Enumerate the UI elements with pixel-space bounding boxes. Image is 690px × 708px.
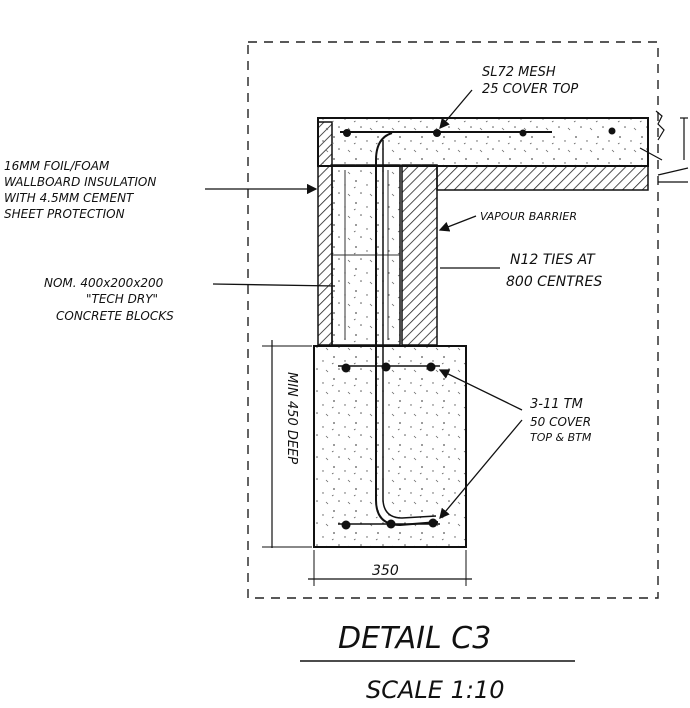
blocks-label: NOM. 400x200x200 [44, 276, 164, 290]
mesh-bar-dot [519, 129, 527, 137]
mesh-label: SL72 MESH [482, 65, 556, 80]
insulation-label: 16MM FOIL/FOAM [4, 159, 110, 173]
footing-bar [381, 362, 391, 372]
insulation-label: WALLBOARD INSULATION [4, 175, 156, 189]
bars-label: 50 COVER [530, 415, 591, 429]
mesh-bar-dot [433, 129, 441, 137]
blocks-label: CONCRETE BLOCKS [56, 309, 174, 323]
footing-bar [341, 520, 351, 530]
vapour-label: VAPOUR BARRIER [480, 210, 577, 223]
insulation-label: WITH 4.5MM CEMENT [4, 191, 135, 205]
bars-label: TOP & BTM [530, 431, 592, 444]
footing-bar [386, 519, 396, 529]
ties-label: N12 TIES AT [510, 252, 596, 268]
ties-label: 800 CENTRES [506, 274, 602, 290]
footing-bar [426, 362, 436, 372]
mesh-bar-dot [608, 127, 616, 135]
mesh-bar-dot [343, 129, 351, 137]
detail-scale: SCALE 1:10 [366, 676, 504, 704]
footing-bar [428, 518, 438, 528]
vapour-leader [438, 215, 477, 232]
detail-boundary [247, 41, 659, 599]
bars-label: 3-11 TM [530, 397, 583, 412]
width-label: 350 [372, 563, 399, 579]
footing [313, 345, 467, 548]
detail-title: DETAIL C3 [338, 621, 491, 656]
inner-wall-insulation [401, 164, 438, 346]
slab-insulation [436, 165, 649, 191]
blocks-leader [212, 283, 336, 287]
bars-leader-top [438, 369, 523, 411]
slab [317, 117, 649, 167]
bars-leader-bottom [439, 419, 523, 519]
depth-label: MIN 450 DEEP [284, 372, 299, 464]
insulation-label: SHEET PROTECTION [4, 207, 125, 221]
blocks-label: "TECH DRY" [86, 292, 158, 306]
footing-bar [341, 363, 351, 373]
mesh-leader [439, 89, 473, 129]
mesh-label: 25 COVER TOP [482, 82, 578, 97]
